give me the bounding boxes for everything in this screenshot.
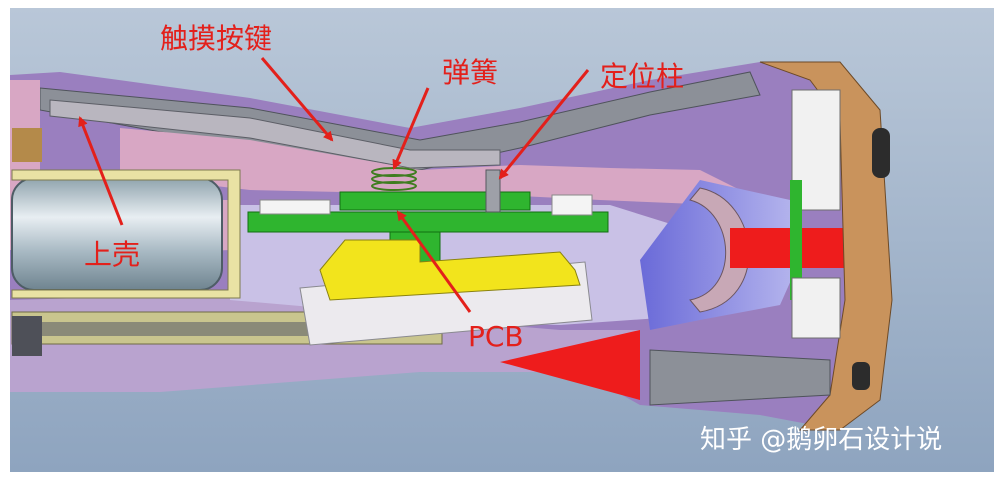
left-connector [12, 128, 42, 162]
pcb-white-part [259, 199, 331, 215]
front-cone [640, 180, 800, 330]
motor-bracket [11, 169, 241, 299]
end-cap-knob [872, 128, 890, 178]
touch-button-strip [49, 99, 501, 169]
rear-grey-block [649, 349, 831, 406]
label-upper-shell: 上壳 [84, 238, 140, 271]
arrow-touch-button [260, 57, 334, 142]
lower-rod-inner [12, 322, 312, 336]
shaft-cone [500, 330, 640, 400]
label-locating-post: 定位柱 [600, 60, 684, 93]
yellow-bracket [319, 239, 581, 301]
rear-white-bracket-2 [791, 277, 841, 339]
watermark: 知乎 @鹅卵石设计说 [700, 425, 942, 455]
label-spring: 弹簧 [442, 56, 498, 89]
arrow-locating-post [498, 69, 590, 180]
rear-green-board [790, 180, 802, 300]
arrow-upper-shell [78, 116, 124, 226]
pcb-top-component [339, 191, 531, 211]
front-gear-housing [689, 187, 750, 313]
pink-inner-top [120, 128, 740, 205]
arrow-spring [392, 87, 430, 170]
pcb-white-part-2 [551, 194, 593, 216]
motor [11, 177, 223, 291]
annotation-arrows [78, 57, 590, 313]
label-pcb: PCB [468, 320, 524, 353]
label-touch-button: 触摸按键 [160, 22, 272, 55]
arrow-pcb [396, 210, 472, 313]
left-connector-2 [12, 316, 42, 356]
locating-post [485, 169, 501, 213]
end-cap-knob-lower [852, 362, 870, 390]
